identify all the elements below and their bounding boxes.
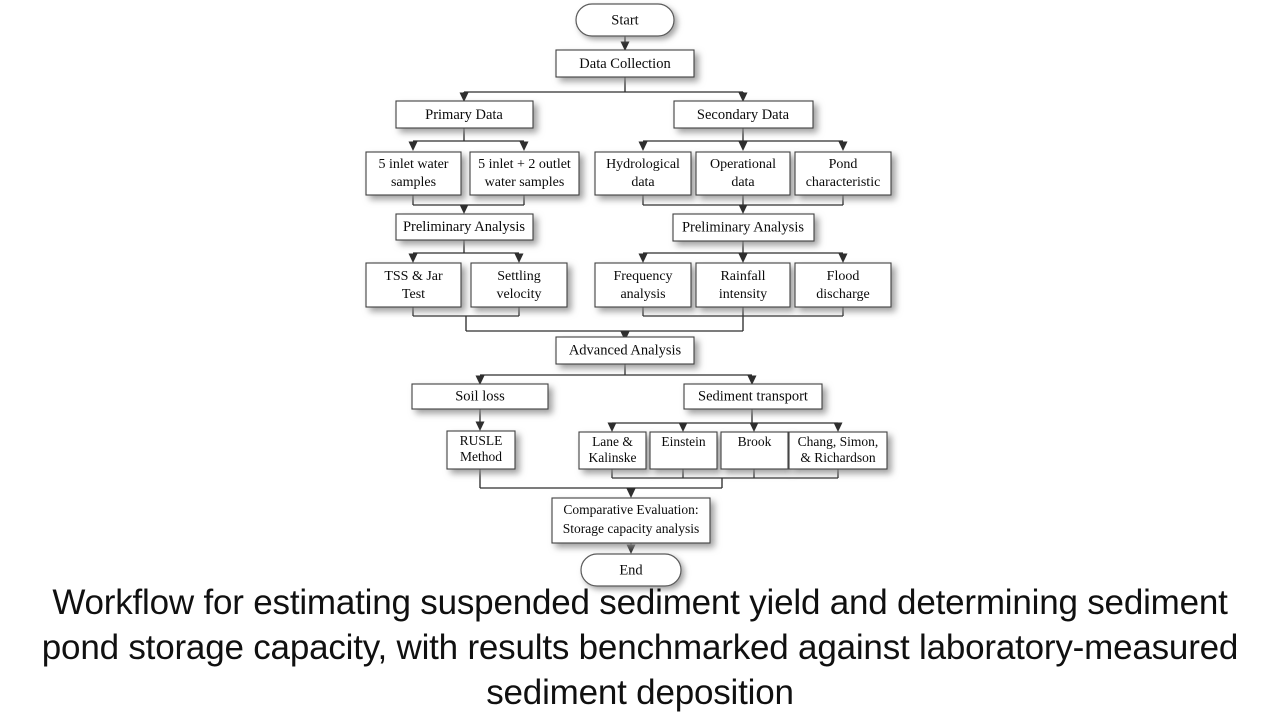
- node-operational-data[interactable]: Operational data: [695, 151, 791, 196]
- node-preliminary-analysis-right-label: Preliminary Analysis: [682, 219, 804, 235]
- node-rainfall-intensity-line1: Rainfall: [720, 269, 765, 284]
- edge-methods-merge: [611, 468, 839, 488]
- node-secondary-data[interactable]: Secondary Data: [673, 100, 814, 129]
- edge-comparative-to-end: [626, 543, 636, 554]
- node-tss-jar-test-line2: Test: [402, 287, 425, 302]
- node-primary-data[interactable]: Primary Data: [395, 100, 534, 129]
- node-settling-velocity-line1: Settling: [497, 269, 541, 284]
- edge-right-analysis-merge: [642, 307, 844, 331]
- edge-prelim-right-split: [638, 241, 848, 263]
- node-comparative-evaluation[interactable]: Comparative Evaluation: Storage capacity…: [551, 497, 711, 544]
- node-inlet-outlet-samples-line1: 5 inlet + 2 outlet: [478, 157, 571, 172]
- node-start-label: Start: [611, 12, 638, 28]
- node-flood-discharge[interactable]: Flood discharge: [794, 262, 892, 308]
- node-preliminary-analysis-right[interactable]: Preliminary Analysis: [672, 213, 815, 242]
- node-pond-characteristic-line1: Pond: [829, 157, 858, 172]
- node-data-collection[interactable]: Data Collection: [555, 49, 695, 78]
- node-inlet-outlet-samples[interactable]: 5 inlet + 2 outlet water samples: [469, 151, 580, 196]
- edge-primary-data-split: [408, 128, 529, 151]
- node-einstein-label: Einstein: [661, 434, 705, 449]
- node-lane-kalinske-line1: Lane &: [592, 434, 633, 449]
- node-comparative-evaluation-line2: Storage capacity analysis: [563, 521, 699, 536]
- node-inlet-samples-line1: 5 inlet water: [379, 157, 449, 172]
- node-data-collection-label: Data Collection: [579, 56, 671, 72]
- node-inlet-samples[interactable]: 5 inlet water samples: [365, 151, 462, 196]
- node-lane-kalinske-line2: Kalinske: [589, 450, 637, 465]
- node-pond-characteristic-line2: characteristic: [806, 175, 881, 190]
- node-end-label: End: [619, 562, 643, 578]
- node-inlet-samples-line2: samples: [391, 175, 436, 190]
- node-start[interactable]: Start: [575, 3, 675, 37]
- edge-secondary-data-split: [638, 128, 848, 151]
- node-inlet-outlet-samples-line2: water samples: [485, 175, 565, 190]
- node-soil-loss-label: Soil loss: [455, 388, 505, 404]
- node-comparative-evaluation-line1: Comparative Evaluation:: [563, 502, 698, 517]
- node-operational-data-line1: Operational: [710, 157, 776, 172]
- edge-prelim-left-split: [408, 240, 524, 263]
- edge-sediment-transport-split: [607, 409, 843, 432]
- figure-caption: Workflow for estimating suspended sedime…: [41, 583, 1239, 712]
- node-sediment-transport[interactable]: Sediment transport: [683, 383, 823, 410]
- node-settling-velocity-line2: velocity: [496, 287, 541, 302]
- node-frequency-analysis-line1: Frequency: [613, 269, 672, 284]
- node-advanced-analysis[interactable]: Advanced Analysis: [555, 336, 695, 365]
- node-rusle-method-line2: Method: [460, 449, 502, 464]
- node-chang-simon-richardson[interactable]: Chang, Simon, & Richardson: [788, 431, 888, 470]
- connector-layer: [408, 36, 848, 554]
- node-operational-data-line2: data: [731, 175, 755, 190]
- node-preliminary-analysis-left-label: Preliminary Analysis: [403, 219, 525, 235]
- node-advanced-analysis-label: Advanced Analysis: [569, 342, 682, 358]
- node-sediment-transport-label: Sediment transport: [698, 388, 808, 404]
- edge-primary-samples-merge: [412, 195, 525, 214]
- node-rainfall-intensity-line2: intensity: [719, 287, 767, 302]
- node-flood-discharge-line1: Flood: [827, 269, 860, 284]
- edge-merge-to-advanced-analysis: [466, 330, 743, 341]
- edge-start-to-data-collection: [620, 36, 630, 51]
- node-preliminary-analysis-left[interactable]: Preliminary Analysis: [395, 213, 534, 241]
- node-rusle-method[interactable]: RUSLE Method: [446, 430, 516, 470]
- node-lane-kalinske[interactable]: Lane & Kalinske: [578, 431, 647, 470]
- node-secondary-data-label: Secondary Data: [697, 107, 790, 123]
- node-brook[interactable]: Brook: [720, 431, 789, 470]
- node-settling-velocity[interactable]: Settling velocity: [470, 262, 568, 308]
- node-brook-label: Brook: [738, 434, 772, 449]
- node-flood-discharge-line2: discharge: [816, 287, 869, 302]
- node-hydrological-data-line2: data: [631, 175, 655, 190]
- node-frequency-analysis[interactable]: Frequency analysis: [594, 262, 692, 308]
- node-einstein[interactable]: Einstein: [649, 431, 718, 470]
- edge-secondary-sources-merge: [642, 195, 844, 214]
- node-soil-loss[interactable]: Soil loss: [411, 383, 549, 410]
- node-frequency-analysis-line2: analysis: [620, 287, 665, 302]
- node-pond-characteristic[interactable]: Pond characteristic: [794, 151, 892, 196]
- node-end[interactable]: End: [580, 553, 682, 587]
- node-tss-jar-test[interactable]: TSS & Jar Test: [365, 262, 462, 308]
- edge-data-collection-split: [459, 77, 748, 102]
- edge-advanced-analysis-split: [475, 364, 757, 385]
- flowchart-diagram: Start Data Collection Primary Data Secon…: [365, 3, 892, 587]
- node-hydrological-data-line1: Hydrological: [606, 157, 680, 172]
- node-hydrological-data[interactable]: Hydrological data: [594, 151, 692, 196]
- edge-rusle-merge: [479, 469, 722, 498]
- node-tss-jar-test-line1: TSS & Jar: [384, 269, 443, 284]
- edge-soil-loss-to-rusle: [475, 409, 485, 431]
- node-primary-data-label: Primary Data: [425, 107, 503, 123]
- node-rainfall-intensity[interactable]: Rainfall intensity: [695, 262, 791, 308]
- edge-left-analysis-merge: [412, 307, 520, 331]
- node-chang-simon-richardson-line2: & Richardson: [800, 450, 876, 465]
- node-chang-simon-richardson-line1: Chang, Simon,: [798, 434, 879, 449]
- node-rusle-method-line1: RUSLE: [460, 433, 503, 448]
